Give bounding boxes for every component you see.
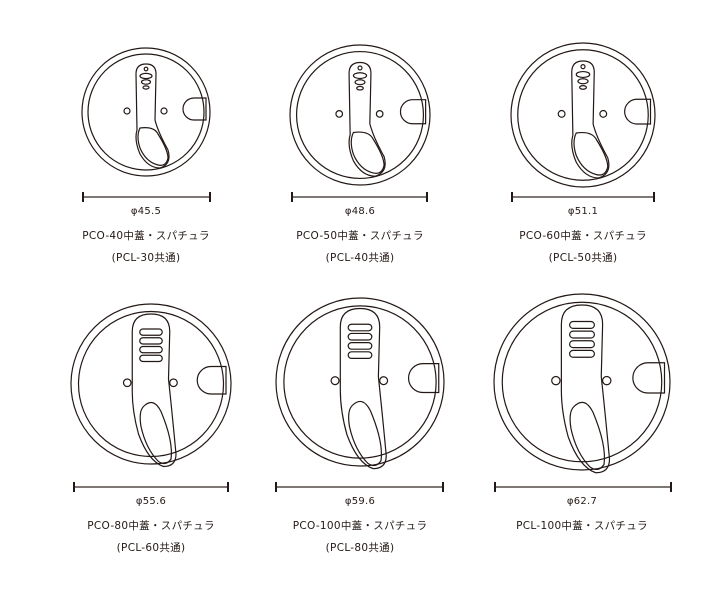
pin-hole-icon	[551, 375, 561, 386]
vent-slot-icon	[352, 72, 368, 80]
vent-slot-icon	[139, 337, 163, 345]
compatibility-note: (PCL-40共通)	[325, 252, 395, 264]
spatula-handle	[348, 61, 386, 177]
lid-inner-rim	[517, 49, 649, 181]
lid-outer-rim	[510, 42, 656, 188]
vent-slot-icon	[139, 345, 163, 354]
vent-slot-icon	[347, 342, 373, 350]
dimension-line	[511, 192, 655, 202]
vent-slot-icon	[142, 85, 150, 90]
pin-hole-icon	[330, 376, 340, 386]
spatula-handle	[135, 63, 170, 169]
vent-slot-icon	[569, 320, 595, 329]
vent-slot-icon	[139, 354, 163, 363]
diameter-label: φ48.6	[344, 206, 376, 217]
dimension-line	[291, 192, 428, 202]
lid-outer-rim	[493, 293, 671, 471]
spatula-scoop	[137, 127, 169, 166]
spatula-scoop	[569, 401, 606, 471]
diameter-label: φ62.7	[566, 496, 598, 507]
vent-hole-icon	[143, 66, 149, 72]
spatula-scoop	[350, 131, 385, 174]
pin-hole-icon	[169, 378, 178, 388]
lid-outer-rim	[81, 47, 211, 177]
product-name: PCL-100中蓋・スパチュラ	[516, 520, 648, 532]
vent-slot-icon	[140, 79, 152, 85]
vent-slot-icon	[347, 323, 373, 332]
vent-slot-icon	[579, 85, 587, 90]
pin-hole-icon	[160, 107, 168, 115]
spatula-handle	[339, 307, 387, 470]
vent-slot-icon	[356, 85, 364, 91]
product-name: PCO-40中蓋・スパチュラ	[82, 230, 210, 242]
lid-tab-notch	[182, 97, 207, 121]
diameter-label: φ59.6	[344, 496, 376, 507]
dimension-line	[494, 482, 672, 492]
vent-slot-icon	[569, 349, 595, 358]
spatula-scoop	[139, 401, 172, 465]
vent-slot-icon	[347, 351, 373, 359]
dimension-line	[275, 482, 444, 492]
vent-slot-icon	[139, 328, 163, 336]
lid-tab-notch	[399, 99, 427, 125]
product-name: PCO-80中蓋・スパチュラ	[87, 520, 215, 532]
diameter-label: φ45.5	[130, 206, 162, 217]
vent-hole-icon	[357, 65, 363, 71]
vent-slot-icon	[569, 330, 595, 339]
product-name: PCO-50中蓋・スパチュラ	[296, 230, 424, 242]
product-name: PCO-100中蓋・スパチュラ	[292, 520, 428, 532]
pin-hole-icon	[122, 378, 132, 388]
lid-inner-rim	[295, 50, 425, 180]
lid-outer-rim	[289, 44, 431, 186]
vent-hole-icon	[580, 63, 586, 70]
compatibility-note: (PCL-60共通)	[116, 542, 186, 554]
vent-slot-icon	[569, 340, 595, 349]
vent-slot-icon	[575, 70, 591, 79]
lid-tab-notch	[196, 365, 227, 395]
vent-slot-icon	[354, 79, 366, 86]
product-name: PCO-60中蓋・スパチュラ	[519, 230, 647, 242]
lid-outer-rim	[275, 297, 445, 467]
dimension-line	[73, 482, 229, 492]
vent-slot-icon	[347, 332, 373, 341]
lid-inner-rim	[87, 53, 205, 171]
pin-hole-icon	[602, 375, 612, 386]
diameter-label: φ51.1	[567, 206, 599, 217]
vent-slot-icon	[139, 72, 153, 80]
lid-outer-rim	[70, 303, 232, 465]
spatula-handle	[571, 60, 610, 179]
pin-hole-icon	[557, 109, 566, 118]
spatula-scoop	[573, 131, 609, 176]
pin-hole-icon	[335, 110, 344, 118]
pin-hole-icon	[123, 107, 131, 115]
diameter-label: φ55.6	[135, 496, 167, 507]
lid-inner-rim	[283, 305, 437, 459]
pin-hole-icon	[599, 109, 608, 118]
lid-inner-rim	[77, 310, 225, 458]
pin-hole-icon	[379, 376, 389, 386]
vent-slot-icon	[577, 78, 589, 85]
compatibility-note: (PCL-80共通)	[325, 542, 395, 554]
lid-tab-notch	[632, 362, 666, 394]
spatula-handle	[560, 304, 611, 474]
lid-inner-rim	[501, 301, 663, 463]
compatibility-note: (PCL-30共通)	[111, 252, 181, 264]
spatula-scoop	[348, 400, 383, 467]
spatula-handle	[131, 313, 177, 468]
lid-tab-notch	[408, 363, 440, 394]
lid-tab-notch	[624, 98, 652, 125]
pin-hole-icon	[375, 110, 384, 118]
dimension-line	[82, 192, 211, 202]
compatibility-note: (PCL-50共通)	[548, 252, 618, 264]
